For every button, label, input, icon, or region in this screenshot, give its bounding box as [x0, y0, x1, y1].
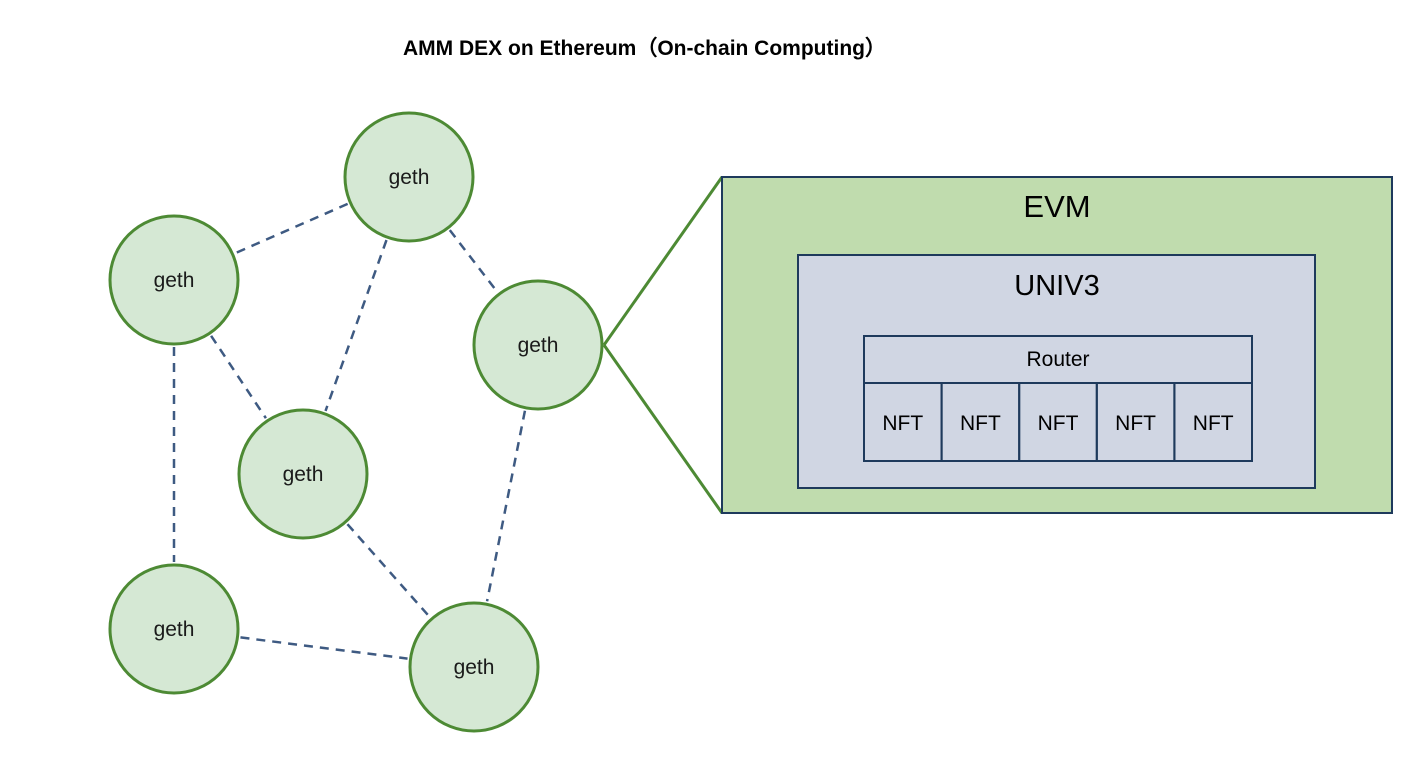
edge-n1-n3 [448, 229, 499, 293]
nft-label: NFT [1115, 412, 1156, 435]
edge-n2-n4 [210, 335, 267, 419]
nft-label: NFT [882, 412, 923, 435]
nft-row: NFT NFT NFT NFT NFT [863, 382, 1254, 462]
geth-node: geth [343, 111, 475, 243]
geth-node: geth [237, 408, 369, 540]
zoom-connector [602, 176, 724, 514]
geth-node-label: geth [154, 618, 195, 641]
univ3-label: UNIV3 [1014, 270, 1099, 302]
connector-line-top [602, 176, 724, 346]
geth-node: geth [472, 279, 604, 411]
evm-box: EVM UNIV3 Router NFT NFT NFT NFT NFT [721, 176, 1393, 514]
geth-node-circle [472, 279, 604, 411]
geth-node-circle [343, 111, 475, 243]
edge-n1-n2 [234, 202, 349, 255]
geth-node-label: geth [454, 656, 495, 679]
connector-line-bottom [602, 344, 724, 514]
edge-n1-n4 [324, 239, 388, 412]
geth-node-circle [108, 214, 240, 346]
geth-nodes: geth geth geth geth geth geth [108, 111, 604, 733]
geth-node-label: geth [518, 334, 559, 357]
univ3-rect [797, 254, 1316, 489]
edge-n5-n6 [240, 636, 408, 660]
edge-n4-n6 [346, 523, 431, 618]
edge-n3-n6 [485, 410, 527, 602]
evm-label: EVM [1023, 189, 1090, 224]
peer-connections [172, 202, 527, 660]
geth-node-circle [108, 563, 240, 695]
nft-label: NFT [960, 412, 1001, 435]
geth-node-label: geth [283, 463, 324, 486]
geth-node: geth [108, 563, 240, 695]
diagram-title: AMM DEX on Ethereum（On-chain Computing） [403, 36, 886, 60]
univ3-box: UNIV3 Router NFT NFT NFT NFT NFT [797, 254, 1316, 489]
nft-cell-rect [1173, 382, 1254, 462]
geth-node: geth [408, 601, 540, 733]
nft-label: NFT [1193, 412, 1234, 435]
geth-node-circle [408, 601, 540, 733]
geth-node: geth [108, 214, 240, 346]
geth-node-circle [237, 408, 369, 540]
router-label: Router [1026, 348, 1089, 371]
nft-label: NFT [1038, 412, 1079, 435]
geth-node-label: geth [154, 269, 195, 292]
nft-cell: NFT [1173, 382, 1254, 462]
geth-node-label: geth [389, 166, 430, 189]
